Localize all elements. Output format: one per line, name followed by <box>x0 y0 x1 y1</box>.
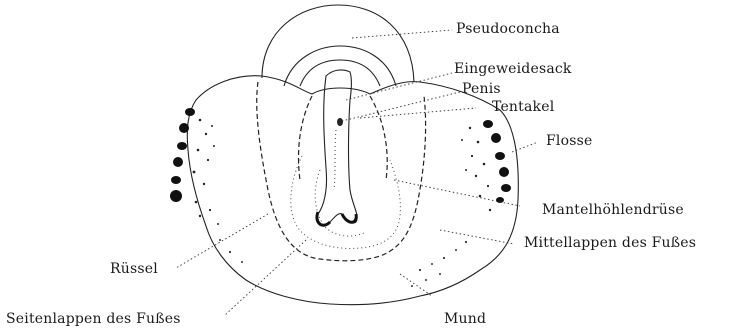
left-stipple <box>193 119 219 225</box>
right-flap-inner-curve <box>370 96 387 180</box>
label-mantelhoehlendruese: Mantelhöhlendrüse <box>542 203 684 217</box>
label-flosse: Flosse <box>546 134 592 148</box>
label-seitenlappen: Seitenlappen des Fußes <box>6 312 181 326</box>
middle-lobe-dotted <box>291 156 401 248</box>
label-mund: Mund <box>444 312 486 326</box>
right-fin-spots <box>483 120 511 203</box>
lower-stipple <box>219 239 467 287</box>
leader-mantelhoehlendruese <box>394 180 520 206</box>
visceral-stalk <box>317 70 357 225</box>
left-flap-inner-curve <box>299 96 313 180</box>
leader-eingeweidesack <box>346 73 452 100</box>
right-stipple <box>461 127 491 211</box>
leader-mund <box>400 274 432 296</box>
leader-mittellappen <box>440 230 514 244</box>
leader-tentakel <box>360 108 476 118</box>
leader-seitenlappen <box>224 240 306 316</box>
stalk-base-ink <box>317 212 356 225</box>
label-tentakel: Tentakel <box>492 100 554 114</box>
tentacle-dot <box>337 118 343 126</box>
body-outline <box>187 76 518 305</box>
inner-shell-arc <box>284 46 396 86</box>
label-ruessel: Rüssel <box>110 262 158 276</box>
leader-penis <box>338 92 460 122</box>
label-pseudoconcha: Pseudoconcha <box>456 22 560 36</box>
leader-ruessel <box>176 214 268 268</box>
leader-pseudoconcha <box>352 30 452 38</box>
stalk-dotted-line <box>334 130 336 190</box>
inner-shell-arc-2 <box>300 60 380 86</box>
label-mittellappen: Mittellappen des Fußes <box>524 236 696 250</box>
label-eingeweidesack: Eingeweidesack <box>454 62 572 76</box>
foot-dashed-outline <box>257 82 426 261</box>
label-penis: Penis <box>462 82 501 96</box>
left-fin-spots <box>170 108 195 202</box>
